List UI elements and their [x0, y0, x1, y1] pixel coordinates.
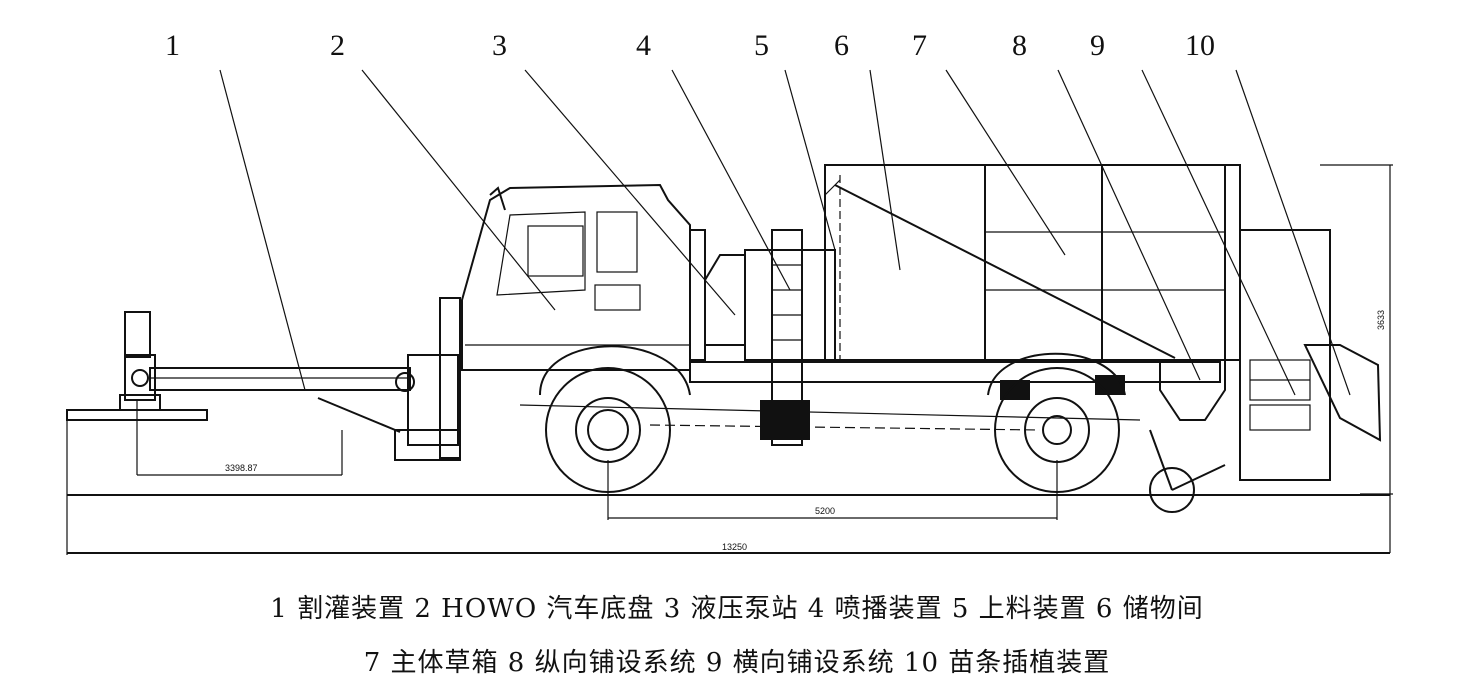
part-label-6: 6: [834, 29, 849, 62]
truck-cab: [439, 183, 691, 459]
part-label-9: 9: [1090, 29, 1105, 62]
part-label-8: 8: [1012, 29, 1027, 62]
part-label-1: 1: [165, 29, 180, 62]
dim-overall-length: 13250: [722, 542, 747, 552]
part-label-2: 2: [330, 29, 345, 62]
hydraulic-and-spray: [689, 229, 836, 446]
caption-line-2: 7 主体草箱 8 纵向铺设系统 9 横向铺设系统 10 苗条插植装置: [363, 648, 1111, 678]
rear-wheel: [987, 352, 1126, 493]
dim-wheelbase: 5200: [815, 506, 835, 516]
dim-front-overhang: 3398.87: [225, 463, 258, 473]
part-label-7: 7: [912, 29, 927, 62]
part-labels: 1 2 3 4 5 6 7 8 9 10: [165, 29, 1215, 62]
part-label-10: 10: [1185, 29, 1215, 62]
part-label-3: 3: [492, 29, 507, 62]
front-wheel: [539, 345, 691, 493]
part-label-4: 4: [636, 29, 651, 62]
storage-and-grass-box: [824, 164, 1241, 361]
caption-line-1: 1 割灌装置 2 HOWO 汽车底盘 3 液压泵站 4 喷播装置 5 上料装置 …: [270, 594, 1204, 624]
chassis: [519, 361, 1221, 440]
rear-laying-and-planting: [1149, 229, 1382, 513]
dim-height: 3633: [1376, 310, 1386, 330]
dimension-lines: 3398.87 5200 13250 3633: [66, 164, 1393, 555]
part-label-5: 5: [754, 29, 769, 62]
brush-cutter: [66, 311, 461, 461]
